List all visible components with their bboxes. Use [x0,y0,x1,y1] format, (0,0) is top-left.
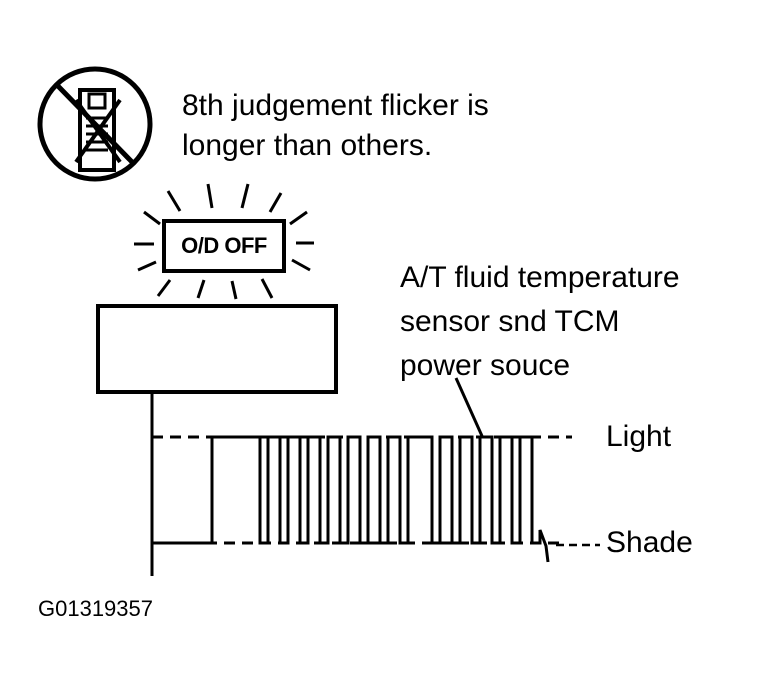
sensor-label-line-1: A/T fluid temperature [400,261,680,294]
shade-level-label: Shade [606,526,693,559]
od-off-label: O/D OFF [181,233,267,258]
light-level-label: Light [606,420,672,453]
tcm-box [96,304,338,394]
judgement-note: 8th judgement flicker is longer than oth… [182,86,489,166]
sensor-label-line-3: power souce [400,349,571,382]
judgement-note-line-1: 8th judgement flicker is [182,89,489,122]
sensor-label-line-2: sensor snd TCM [400,305,620,338]
figure-id: G01319357 [38,596,153,621]
prohibited-connector-icon [37,66,153,182]
sensor-power-label: A/T fluid temperature sensor snd TCM pow… [400,256,680,388]
sensor-leader-line [454,377,484,437]
od-off-lamp [134,183,314,300]
flicker-waveform [152,435,550,563]
judgement-note-line-2: longer than others. [182,129,433,162]
